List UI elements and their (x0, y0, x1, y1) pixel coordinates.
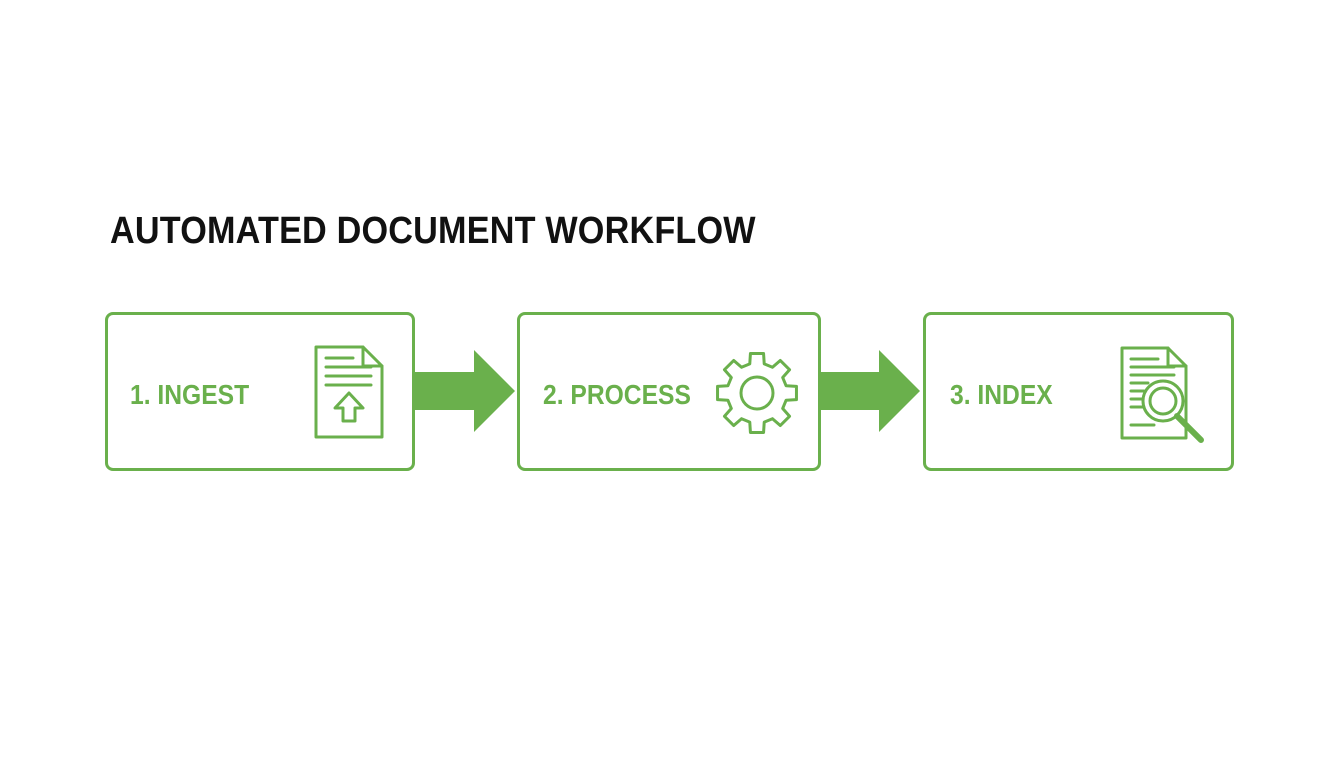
step-process-label: 2. PROCESS (543, 379, 691, 410)
step-ingest-box: 1. INGEST (105, 312, 415, 471)
step-ingest-label: 1. INGEST (130, 379, 250, 410)
document-search-icon (1118, 344, 1208, 444)
gear-icon (714, 350, 800, 436)
arrow-right-icon (819, 350, 920, 432)
document-upload-icon (311, 342, 387, 442)
diagram-title: AUTOMATED DOCUMENT WORKFLOW (110, 210, 756, 252)
step-index-box: 3. INDEX (923, 312, 1234, 471)
step-index-label: 3. INDEX (950, 379, 1053, 410)
step-process-box: 2. PROCESS (517, 312, 821, 471)
arrow-right-icon (413, 350, 515, 432)
